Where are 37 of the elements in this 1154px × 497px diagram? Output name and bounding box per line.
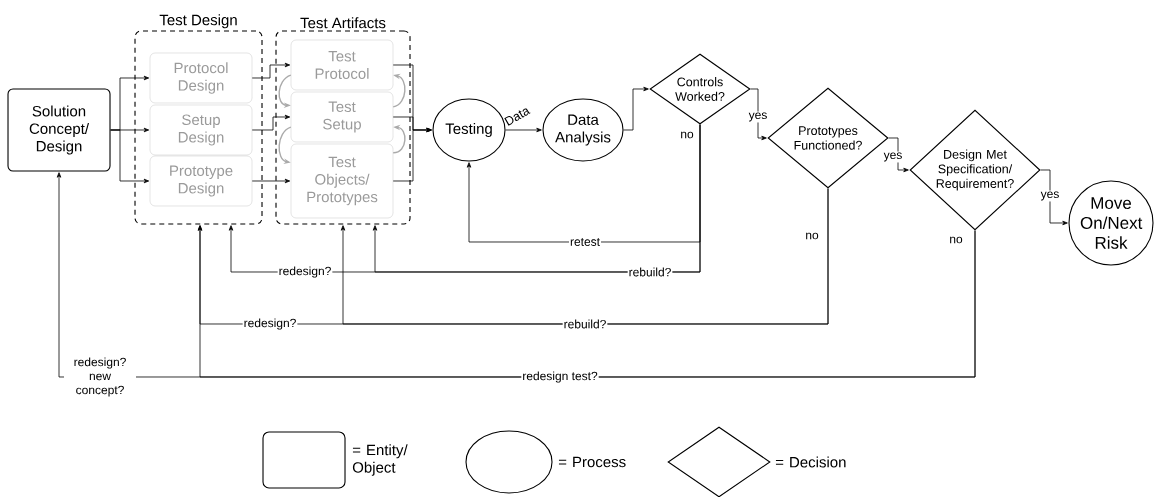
edge-label: yes [882,151,904,163]
legend-item: = Decision [667,426,846,497]
entity-box: Setup Design [149,104,253,156]
edge-label: rebuild? [627,266,673,278]
entity-box: Test Objects/ Prototypes [290,143,394,219]
arrow [110,129,150,184]
edge-label: yes [1039,190,1061,202]
node-label: Test Design [159,14,237,29]
edge-label: redesign? new concept? [64,356,136,398]
edge-label: redesign? [242,317,298,331]
edge-label: retest [569,237,601,247]
branch-label: no [950,236,963,244]
entity-box: Prototype Design [149,155,253,207]
arrow [56,172,976,378]
edge-label: redesign? [277,265,333,279]
edge-label: yes [747,111,769,123]
arrow [251,62,291,79]
arrow [750,88,767,141]
edge-label: rebuild? [562,318,608,330]
legend-item: = Process [465,430,626,494]
branch-label: no [806,232,819,240]
entity-box: Protocol Design [149,52,253,104]
edge-label: Data [504,108,531,126]
branch-label: no [681,131,694,139]
node-label: Test Artifacts [300,17,386,29]
legend-item: = Entity/ Object [262,431,408,489]
arrow [251,114,291,131]
arrow [505,127,542,133]
entity-box: Test Setup [290,91,394,143]
arrow [251,178,291,184]
arrow [623,86,649,131]
arrow [392,127,432,182]
edge-label: redesign test? [521,370,599,384]
entity-box: Test Protocol [290,39,394,91]
arrow [1040,169,1068,226]
arrow [888,137,909,173]
entity-box: Solution Concept/ Design [7,88,111,172]
